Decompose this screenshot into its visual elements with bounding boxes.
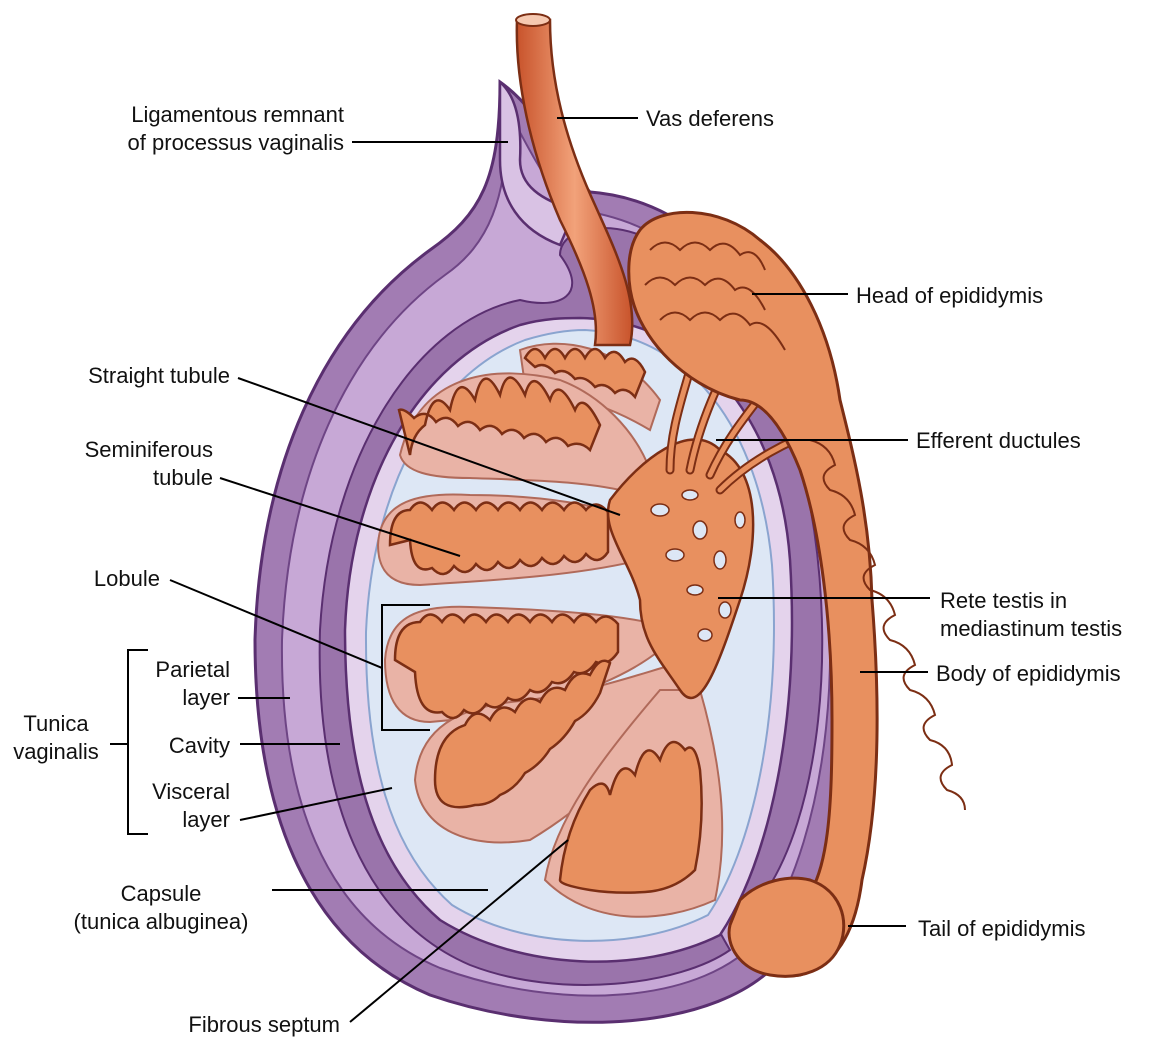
tubule-coil-mid: [388, 501, 610, 576]
label-rete-testis-line1: Rete testis in: [940, 588, 1068, 613]
tubule-coil-lower-mid: [393, 613, 620, 720]
label-seminiferous-tubule: Seminiferous tubule: [30, 436, 213, 492]
leader-straight-tubule: [237, 377, 621, 516]
label-visceral-line2: layer: [182, 807, 230, 832]
label-seminiferous-line2: tubule: [153, 465, 213, 490]
label-cavity: Cavity: [168, 733, 230, 758]
label-capsule-line2: (tunica albuginea): [73, 909, 249, 934]
label-capsule: Capsule (tunica albuginea): [50, 880, 272, 936]
label-parietal-line2: layer: [182, 685, 230, 710]
leader-seminiferous: [219, 477, 461, 557]
label-body-of-epididymis: Body of epididymis: [936, 661, 1121, 686]
epididymis-tail: [727, 876, 846, 978]
leader-fibrous-septum: [349, 839, 569, 1023]
label-visceral-layer: Visceral layer: [120, 778, 230, 834]
tubule-coil-lower: [433, 659, 612, 809]
epididymis-coils: [644, 241, 966, 811]
tubule-coil-top: [523, 347, 647, 400]
label-tunica-line2: vaginalis: [13, 739, 99, 764]
seminiferous-tubules: [388, 347, 703, 894]
rete-testis-mass: [606, 438, 755, 700]
leader-lobule: [169, 579, 383, 669]
label-parietal-line1: Parietal: [155, 657, 230, 682]
label-parietal-layer: Parietal layer: [120, 656, 230, 712]
label-ligamentous-remnant-line1: Ligamentous remnant: [131, 102, 344, 127]
label-ligamentous-remnant-line2: of processus vaginalis: [127, 130, 344, 155]
lobule-bracket: [381, 604, 430, 731]
label-rete-testis: Rete testis in mediastinum testis: [940, 587, 1122, 643]
leader-lines: [110, 117, 930, 1023]
label-seminiferous-line1: Seminiferous: [84, 437, 213, 462]
label-tunica-line1: Tunica: [23, 711, 89, 736]
label-tail-of-epididymis: Tail of epididymis: [918, 916, 1086, 941]
label-fibrous-septum: Fibrous septum: [188, 1012, 340, 1037]
label-tunica-vaginalis: Tunica vaginalis: [4, 710, 108, 766]
label-capsule-line1: Capsule: [120, 881, 202, 906]
tubule-coil-upper: [397, 376, 602, 456]
label-head-of-epididymis: Head of epididymis: [856, 283, 1044, 308]
leader-visceral: [239, 787, 393, 821]
label-efferent-ductules: Efferent ductules: [916, 428, 1081, 453]
tunica-bracket: [127, 649, 148, 835]
label-straight-tubule: Straight tubule: [88, 363, 230, 388]
rete-testis: [606, 438, 755, 700]
label-lobule: Lobule: [93, 566, 160, 591]
label-rete-testis-line2: mediastinum testis: [940, 616, 1123, 641]
tubule-coil-bottom: [558, 740, 703, 894]
vas-deferens-opening: [515, 13, 551, 27]
vas-deferens: [515, 18, 634, 347]
label-ligamentous-remnant: Ligamentous remnant of processus vaginal…: [60, 101, 344, 157]
label-vas-deferens: Vas deferens: [646, 106, 775, 131]
label-visceral-line1: Visceral: [152, 779, 230, 804]
